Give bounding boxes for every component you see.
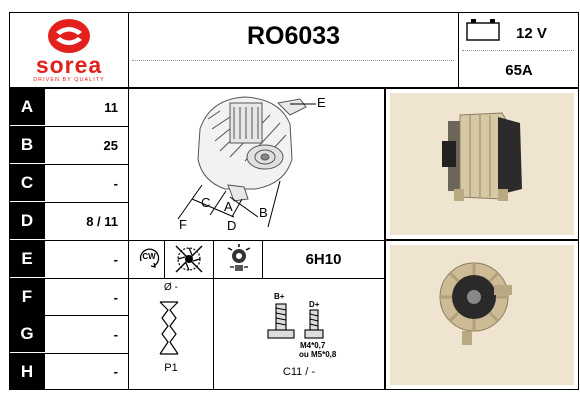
rotation-label: CW bbox=[142, 252, 156, 261]
alternator-side-photo bbox=[390, 93, 574, 235]
row-value-e: - bbox=[113, 251, 118, 267]
rows-frame bbox=[9, 88, 385, 390]
part-number: RO6033 bbox=[246, 21, 341, 50]
row-value-b: 25 bbox=[103, 137, 118, 153]
diagram-label-e: E bbox=[317, 95, 326, 110]
pulley-diameter: Ø - bbox=[164, 282, 178, 293]
row-label-c: C bbox=[9, 165, 45, 201]
clock-position-icon bbox=[224, 243, 254, 275]
diagram-label-f: F bbox=[179, 217, 187, 232]
header-frame bbox=[9, 12, 579, 88]
brand-name: sorea bbox=[35, 52, 103, 78]
row-label-h: H bbox=[9, 354, 45, 389]
battery-icon bbox=[465, 16, 501, 42]
voltage-value: 12 V bbox=[516, 25, 547, 42]
diagram-label-b: B bbox=[259, 205, 268, 220]
row-value-f: - bbox=[113, 289, 118, 305]
alternator-front-photo bbox=[390, 245, 574, 385]
amperage-value: 65A bbox=[505, 61, 533, 79]
row-label-d: D bbox=[9, 203, 45, 239]
pulley-icon bbox=[150, 298, 190, 358]
no-fan-icon bbox=[172, 243, 206, 275]
row-value-g: - bbox=[113, 326, 118, 342]
brand-tagline: DRIVEN BY QUALITY bbox=[33, 77, 105, 83]
row-value-d: 8 / 11 bbox=[86, 213, 118, 229]
row-value-h: - bbox=[113, 364, 118, 379]
row-label-g: G bbox=[9, 316, 45, 352]
terminal-b-label: B+ bbox=[274, 292, 285, 301]
sorea-logo: sorea DRIVEN BY QUALITY bbox=[14, 16, 124, 84]
logo-emblem-icon bbox=[48, 19, 90, 53]
row-value-a: 11 bbox=[104, 99, 118, 115]
row-value-c: - bbox=[113, 175, 118, 191]
terminal-d-label: D+ bbox=[309, 300, 320, 309]
connector-code: C11 / - bbox=[282, 366, 316, 378]
row-label-f: F bbox=[9, 279, 45, 315]
clock-position-value: 6H10 bbox=[305, 251, 342, 268]
diagram-label-c: C bbox=[201, 195, 211, 210]
diagram-label-d: D bbox=[227, 218, 237, 233]
rotation-cw-icon: CW bbox=[136, 245, 162, 271]
terminal-bolts-icon bbox=[262, 300, 332, 344]
row-label-b: B bbox=[9, 127, 45, 163]
pulley-code: P1 bbox=[164, 362, 178, 374]
row-label-e: E bbox=[9, 241, 45, 277]
alternator-dimension-diagram: E C A B F D bbox=[130, 89, 384, 239]
terminal-thread-alt: ou M5*0,8 bbox=[299, 350, 337, 359]
photo-frame-top bbox=[385, 88, 579, 240]
photo-frame-bottom bbox=[385, 240, 579, 390]
diagram-label-a: A bbox=[224, 199, 233, 214]
row-label-a: A bbox=[9, 89, 45, 125]
terminal-thread: M4*0,7 bbox=[300, 341, 326, 350]
